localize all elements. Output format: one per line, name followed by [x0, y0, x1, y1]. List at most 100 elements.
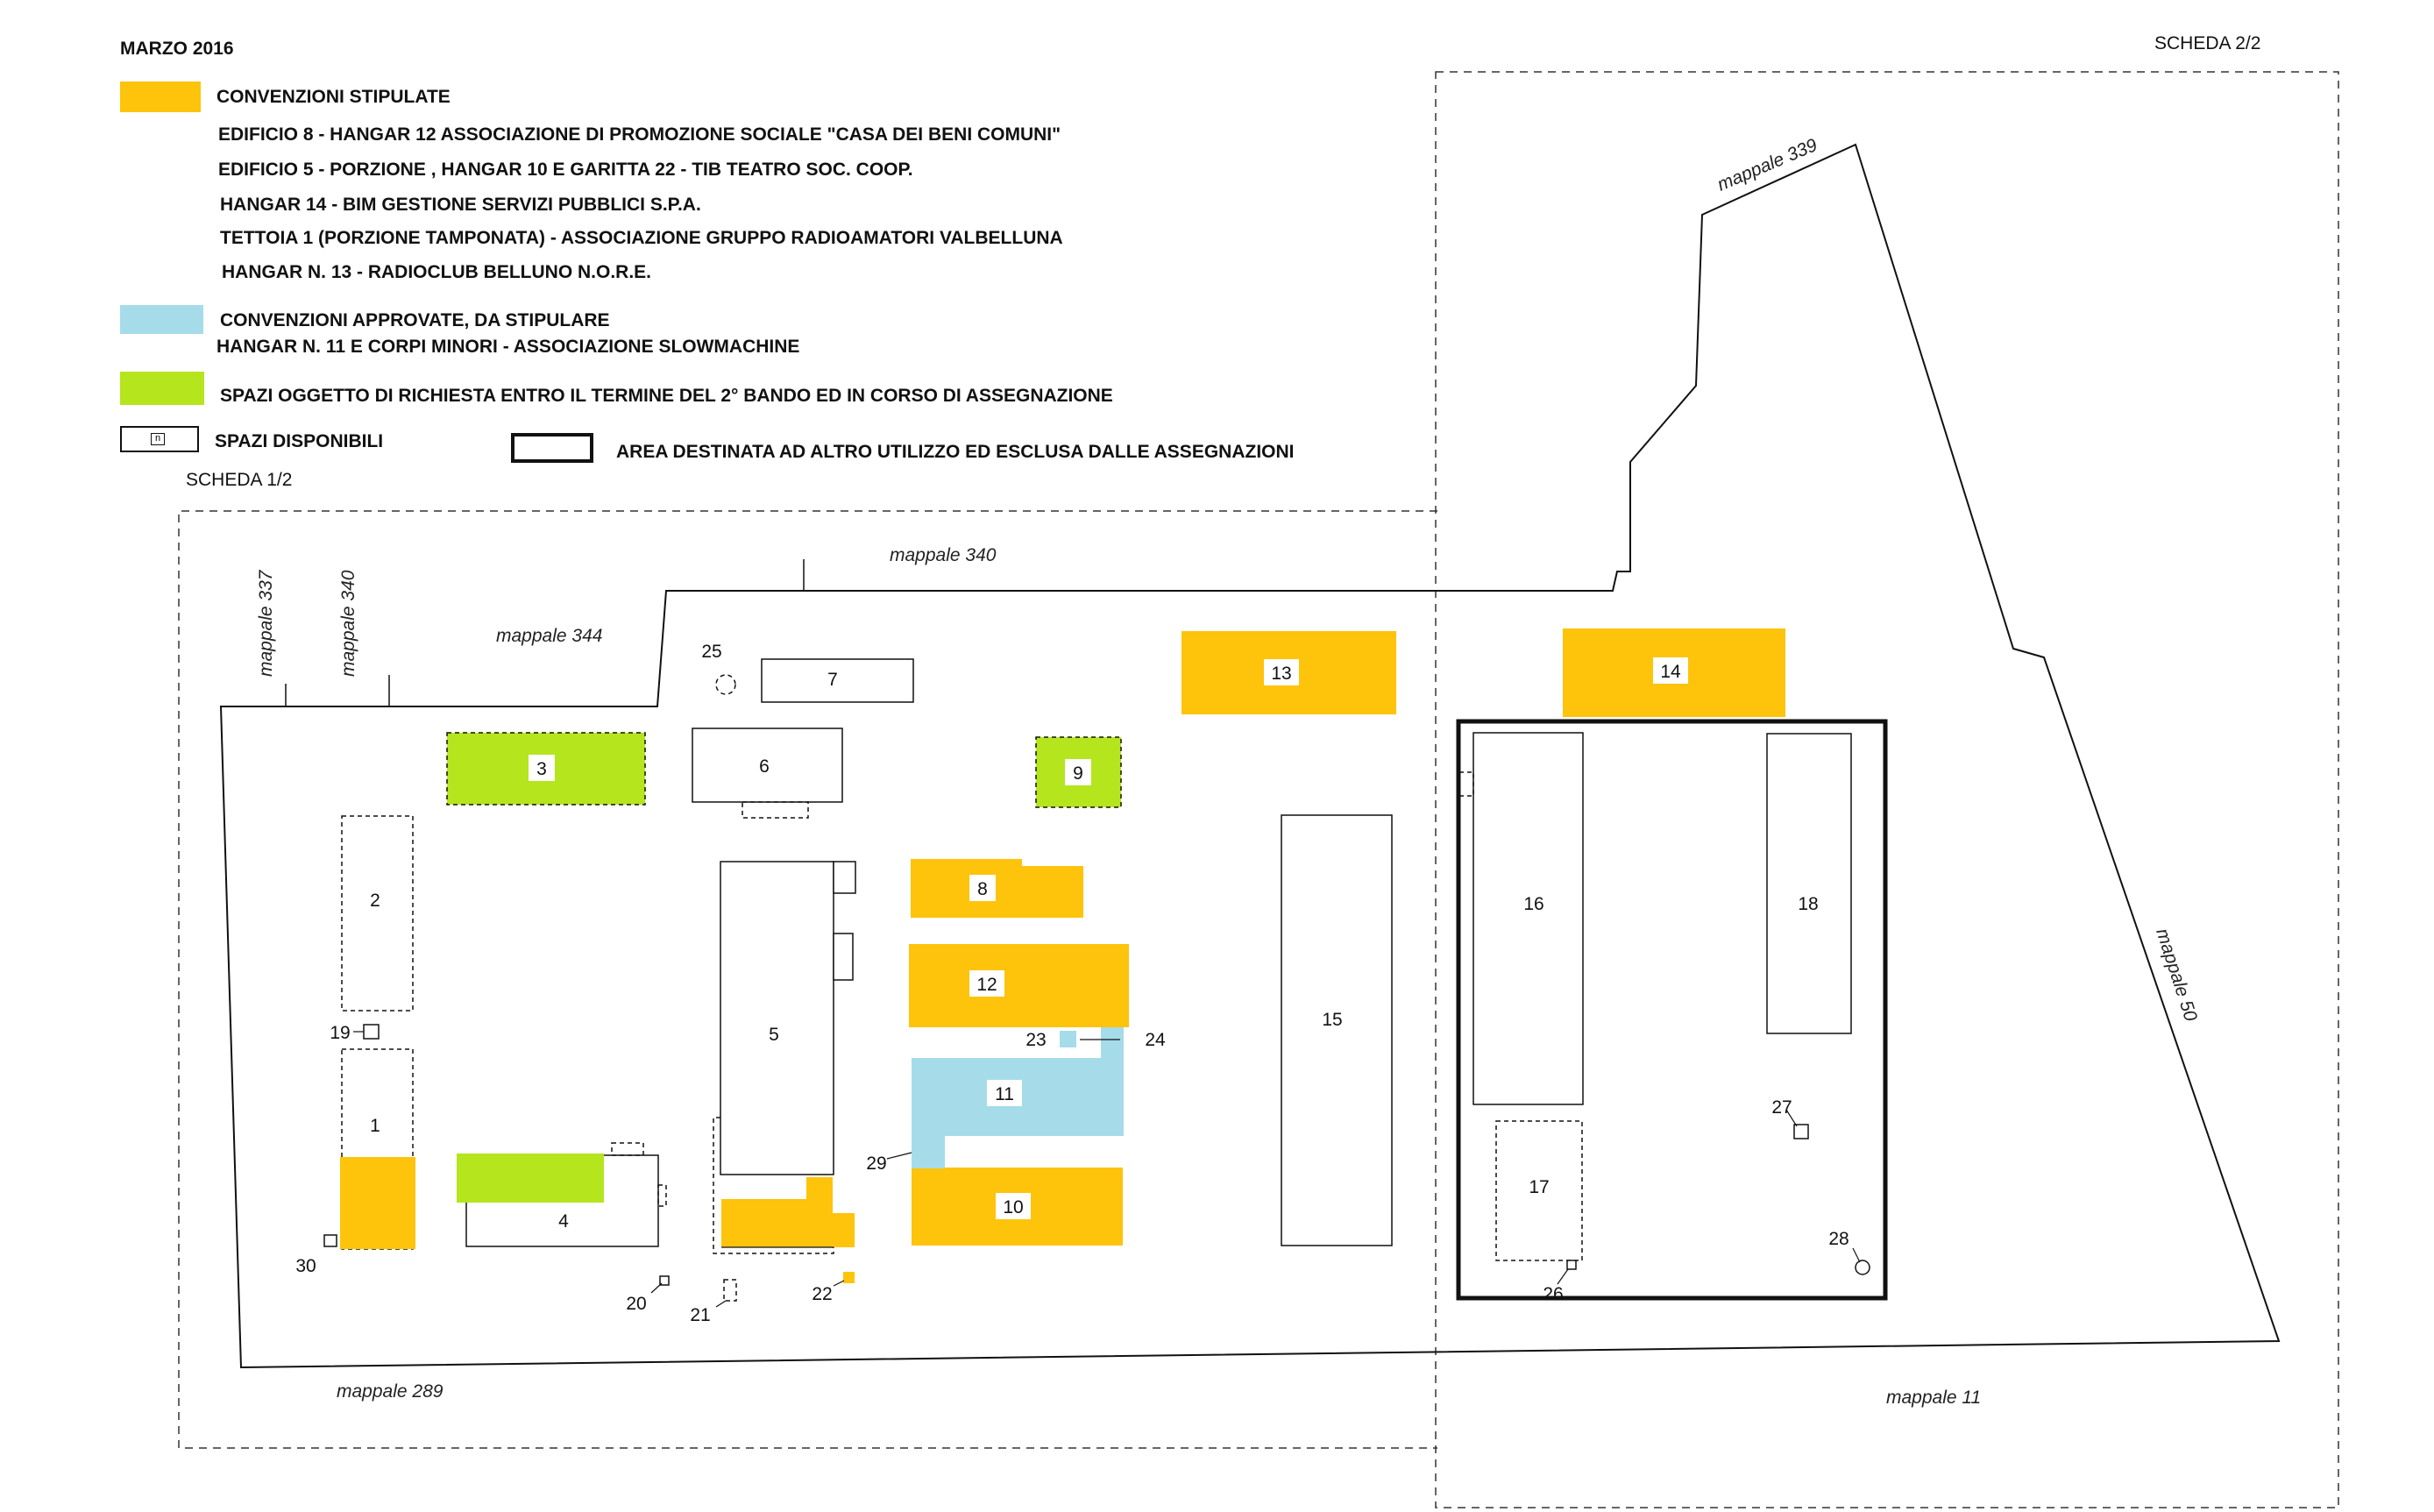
building-5-portion [721, 1177, 855, 1247]
label-box-8 [969, 875, 996, 901]
label-16: 16 [1523, 894, 1543, 914]
label-box-3 [529, 755, 555, 781]
label-box-9 [1065, 759, 1091, 785]
label-30: 30 [295, 1256, 316, 1276]
label-11: 11 [995, 1084, 1014, 1104]
sentry-box-22 [843, 1272, 855, 1283]
map-date: MARZO 2016 [120, 39, 234, 59]
building-4-annex-top [611, 1142, 644, 1156]
structure-25 [715, 674, 736, 695]
canopy-1 [341, 1048, 414, 1250]
label-2: 2 [370, 891, 380, 911]
parcel-340-top-label: mappale 340 [890, 545, 997, 565]
parcel-50-label: mappale 50 [2152, 926, 2201, 1024]
label-20: 20 [626, 1294, 646, 1314]
legend-stipulated-line: TETTOIA 1 (PORZIONE TAMPONATA) - ASSOCIA… [220, 228, 1063, 248]
building-16 [1472, 732, 1584, 1105]
hangar-11-gap [1078, 1027, 1101, 1058]
structure-21 [723, 1279, 737, 1302]
legend-stipulated-line: EDIFICIO 8 - HANGAR 12 ASSOCIAZIONE DI P… [218, 124, 1061, 145]
legend-swatch-excluded [511, 433, 593, 463]
parcel-339-label: mappale 339 [1714, 135, 1820, 195]
sheet-2-frame [1435, 71, 2339, 1508]
building-5 [720, 861, 834, 1175]
label-17: 17 [1529, 1177, 1549, 1197]
building-6-porch [742, 801, 809, 819]
structure-30 [323, 1234, 337, 1247]
label-10: 10 [1003, 1197, 1023, 1217]
label-29: 29 [866, 1154, 886, 1174]
hangar-12 [909, 944, 1129, 1027]
building-5-dashed-extension [713, 1117, 834, 1254]
label-7: 7 [827, 670, 838, 690]
structure-28 [1855, 1260, 1870, 1275]
hangar-15 [1281, 814, 1393, 1246]
legend-stipulated-line: HANGAR N. 13 - RADIOCLUB BELLUNO N.O.R.E… [222, 262, 652, 282]
label-8: 8 [977, 879, 988, 899]
parcel-340-side-label: mappale 340 [338, 570, 358, 677]
legend-stipulated-line: EDIFICIO 5 - PORZIONE , HANGAR 10 E GARI… [218, 160, 913, 180]
parcel-344-label: mappale 344 [496, 626, 602, 646]
label-18: 18 [1798, 894, 1818, 914]
building-17 [1495, 1120, 1583, 1261]
structure-26 [1566, 1260, 1577, 1270]
building-4-portion [457, 1154, 604, 1203]
building-5-annex-mid [833, 933, 854, 981]
label-23: 23 [1025, 1030, 1046, 1050]
label-26: 26 [1543, 1284, 1563, 1304]
leader-lines [353, 1031, 1861, 1308]
label-12: 12 [976, 975, 997, 995]
building-6 [692, 728, 843, 803]
label-box-10 [996, 1193, 1031, 1219]
label-21: 21 [690, 1305, 710, 1325]
label-25: 25 [701, 642, 721, 662]
structure-20 [659, 1275, 670, 1286]
structure-19 [363, 1024, 380, 1040]
legend-approved-title: CONVENZIONI APPROVATE, DA STIPULARE [220, 310, 610, 330]
sheet-1-frame [178, 510, 1437, 1449]
excluded-area [1456, 719, 1888, 1301]
building-16-annex [1458, 771, 1474, 797]
legend-swatch-requested [120, 372, 204, 405]
building-8 [911, 859, 1083, 918]
legend-stipulated-title: CONVENZIONI STIPULATE [216, 87, 451, 107]
building-4-annex-side [657, 1184, 667, 1207]
legend-stipulated-line: HANGAR 14 - BIM GESTIONE SERVIZI PUBBLIC… [220, 195, 701, 215]
label-3: 3 [536, 759, 547, 779]
label-9: 9 [1073, 763, 1083, 784]
canopy-2 [341, 815, 414, 1012]
available-swatch-marker: n [151, 433, 165, 445]
label-5: 5 [769, 1025, 779, 1045]
label-13: 13 [1271, 664, 1291, 684]
label-22: 22 [812, 1284, 832, 1304]
sheet-2-label: SCHEDA 2/2 [2154, 33, 2261, 53]
legend-available-title: SPAZI DISPONIBILI [215, 431, 384, 451]
label-15: 15 [1322, 1010, 1342, 1030]
parcel-boundary-ticks [285, 559, 805, 706]
label-19: 19 [330, 1023, 350, 1043]
parcel-11-label: mappale 11 [1886, 1388, 1981, 1408]
legend-swatch-available: n [120, 426, 199, 452]
sheet-1-label: SCHEDA 1/2 [186, 470, 293, 490]
label-box-1 [362, 1111, 388, 1138]
label-27: 27 [1771, 1097, 1792, 1118]
label-14: 14 [1660, 662, 1681, 682]
label-24: 24 [1145, 1030, 1166, 1050]
label-1: 1 [370, 1116, 380, 1136]
building-7 [761, 658, 914, 703]
label-box-13 [1264, 659, 1299, 685]
label-box-12 [969, 970, 1004, 997]
label-6: 6 [759, 756, 770, 777]
label-28: 28 [1828, 1229, 1849, 1249]
legend-swatch-approved [120, 305, 203, 334]
legend-requested-title: SPAZI OGGETTO DI RICHIESTA ENTRO IL TERM… [220, 386, 1113, 406]
label-box-14 [1653, 657, 1688, 684]
minor-body-23 [1060, 1031, 1076, 1047]
property-boundary [219, 143, 2281, 1369]
parcel-289-label: mappale 289 [337, 1381, 444, 1402]
canopy-1-enclosed-portion [340, 1157, 415, 1249]
parcel-337-label: mappale 337 [256, 569, 276, 677]
legend-excluded-title: AREA DESTINATA AD ALTRO UTILIZZO ED ESCL… [616, 442, 1295, 462]
label-box-11 [987, 1080, 1022, 1106]
